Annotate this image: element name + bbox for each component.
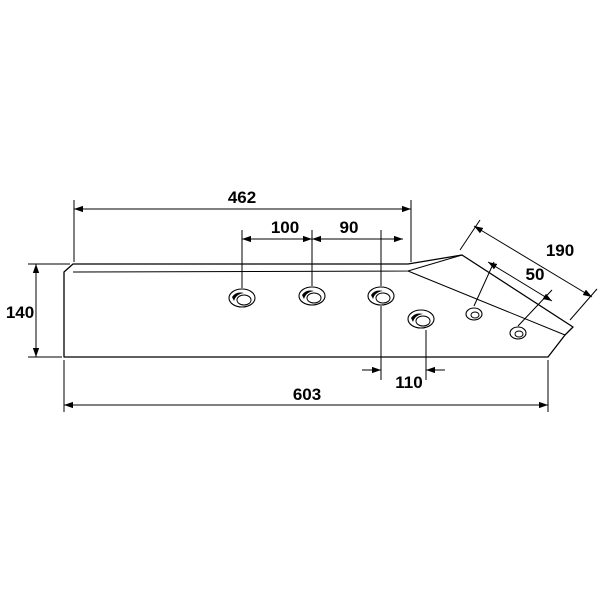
hole-4 xyxy=(407,309,435,329)
label-90: 90 xyxy=(340,218,359,237)
holes xyxy=(228,286,527,340)
part-outline xyxy=(63,254,574,358)
dim-line-50 xyxy=(487,261,553,302)
hole-2 xyxy=(298,286,326,306)
blade-body xyxy=(63,254,574,358)
label-190: 190 xyxy=(546,241,574,260)
label-50: 50 xyxy=(526,265,545,284)
tip-bevel-line xyxy=(407,270,566,336)
label-100: 100 xyxy=(271,218,299,237)
label-110: 110 xyxy=(395,373,422,392)
hole-5 xyxy=(465,307,483,321)
extension-lines xyxy=(28,200,598,412)
hole-3 xyxy=(367,286,395,306)
label-140: 140 xyxy=(6,303,34,322)
hole-1 xyxy=(228,288,256,308)
label-462: 462 xyxy=(228,188,256,207)
hole-6 xyxy=(509,326,527,340)
dimension-labels: 462 100 90 190 50 140 110 603 xyxy=(6,188,574,404)
dim-line-190 xyxy=(473,225,593,298)
dimension-lines xyxy=(32,205,593,409)
label-603: 603 xyxy=(293,385,321,404)
